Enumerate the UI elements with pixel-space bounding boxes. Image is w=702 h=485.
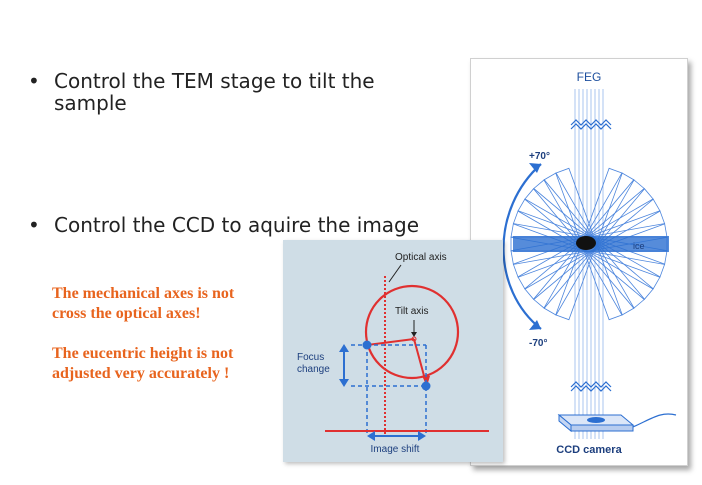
rotation-arc: [502, 163, 542, 330]
note-mechanical-axes: The mechanical axes is not cross the opt…: [52, 285, 235, 322]
image-shift-label: Image shift: [371, 444, 420, 455]
bullet-symbol: •: [28, 213, 40, 237]
tilt-series-svg: FEG ice +70° -70°: [502, 70, 677, 456]
ccd-camera-label: CCD camera: [556, 444, 622, 456]
inset-svg: Optical axis Tilt axis Focus change: [297, 252, 489, 455]
tilt-series-diagram: FEG ice +70° -70°: [470, 58, 688, 466]
minus70-label: -70°: [529, 338, 547, 349]
wave-bottom: [570, 381, 612, 388]
feg-label: FEG: [577, 70, 602, 84]
position-guides: [351, 344, 427, 436]
ice-label: ice: [633, 241, 645, 251]
focus-change-text: Focus: [297, 352, 324, 363]
arrow-head-top: [529, 163, 541, 173]
electron-beam: [574, 89, 604, 439]
focus-change-text-line: change: [297, 364, 330, 375]
focus-change-label: Focus change: [297, 352, 330, 375]
bullet-text: Control the CCD to aquire the image: [54, 213, 420, 237]
bullet-text: Control the TEM stage to tilt the sample: [54, 69, 375, 115]
radius-line-right: [413, 338, 427, 384]
eucentric-inset: Optical axis Tilt axis Focus change: [283, 240, 503, 462]
bullet-symbol: •: [28, 69, 40, 93]
ccd-camera: [557, 413, 677, 433]
wave-top: [570, 119, 612, 126]
tilt-axis-label: Tilt axis: [395, 306, 429, 317]
plus70-label: +70°: [529, 151, 550, 162]
note-eucentric-height: The eucentric height is not adjusted ver…: [52, 345, 234, 382]
optical-axis-label: Optical axis: [395, 252, 447, 263]
point-a: [362, 340, 372, 350]
point-b: [421, 381, 431, 391]
radius-line-left: [366, 338, 415, 346]
specimen: [576, 236, 596, 250]
arrow-head-bottom: [529, 320, 541, 330]
tilt-circle: [364, 284, 460, 380]
